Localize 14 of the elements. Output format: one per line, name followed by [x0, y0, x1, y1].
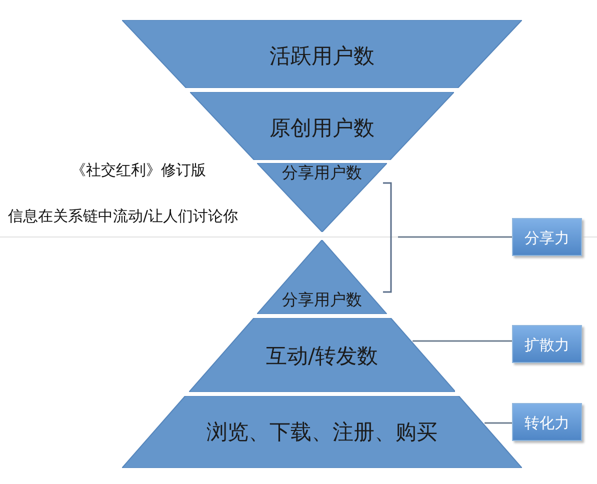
- segment-label: 浏览、下载、注册、购买: [206, 419, 438, 446]
- note-text: 《社交红利》修订版: [71, 161, 206, 180]
- connector-line: [412, 340, 512, 342]
- connector-line: [484, 422, 512, 424]
- segment-label: 分享用户数: [280, 163, 363, 184]
- segment-label: 分享用户数: [280, 290, 363, 311]
- label-box: 分享力: [512, 218, 582, 256]
- connector-line: [398, 236, 512, 238]
- note-text: 信息在关系链中流动/让人们讨论你: [8, 207, 238, 226]
- segment-label: 活跃用户数: [268, 43, 376, 70]
- segment-label: 原创用户数: [268, 115, 376, 142]
- label-box: 转化力: [512, 403, 582, 441]
- segment-label: 互动/转发数: [264, 343, 380, 370]
- label-box: 扩散力: [512, 325, 582, 363]
